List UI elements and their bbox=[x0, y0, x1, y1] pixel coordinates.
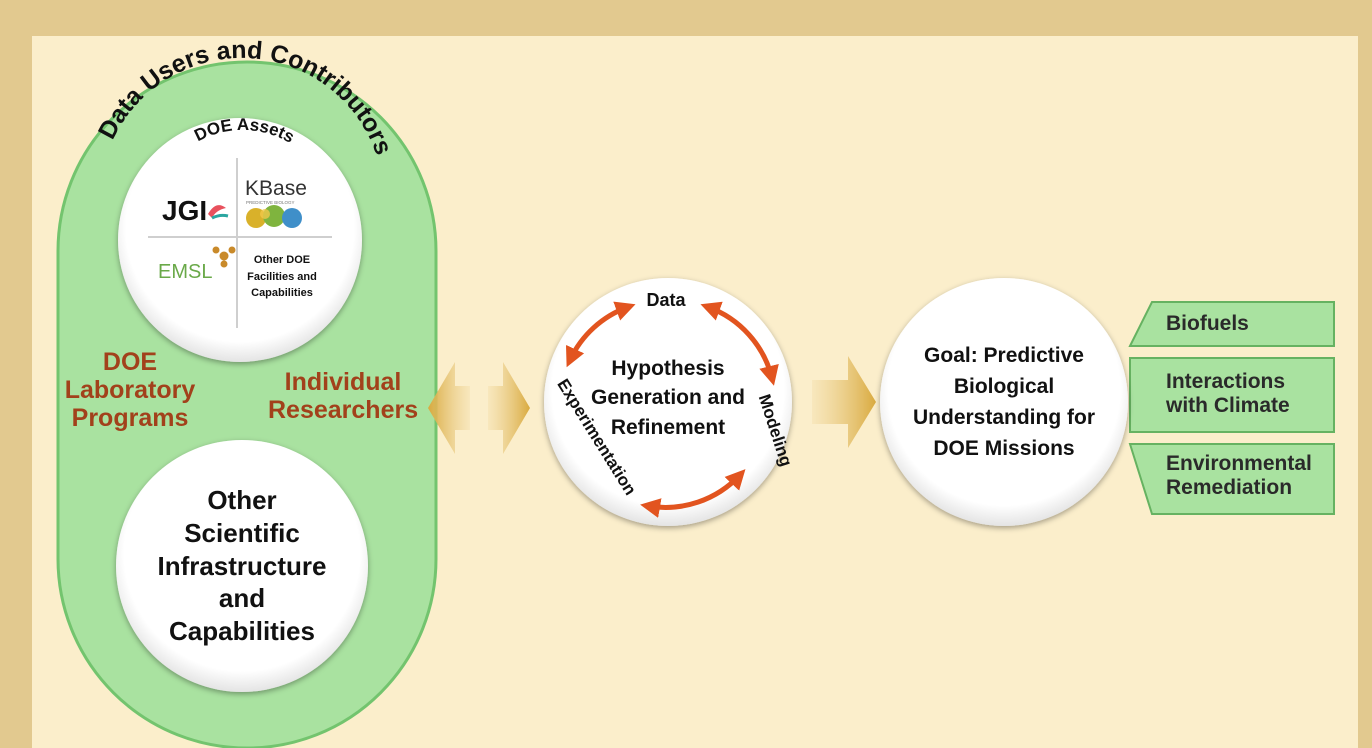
mission-biofuels-label: Biofuels bbox=[1166, 312, 1249, 335]
goal-arrow bbox=[812, 356, 876, 448]
other-doe-facilities-label: Other DOE Facilities and Capabilities bbox=[247, 254, 317, 299]
cycle-arrow-modeling-experimentation bbox=[640, 469, 746, 518]
goal-circle bbox=[880, 278, 1128, 526]
kbase-tagline: PREDICTIVE BIOLOGY bbox=[246, 200, 295, 205]
bidirectional-arrow bbox=[428, 362, 530, 454]
doe-assets-circle bbox=[118, 118, 362, 362]
cycle-center-label: Hypothesis Generation and Refinement bbox=[590, 357, 746, 439]
jgi-swoosh-icon bbox=[208, 205, 226, 218]
emsl-molecule-icon bbox=[212, 246, 236, 268]
kbase-globe-icon bbox=[246, 205, 302, 228]
other-infrastructure-circle bbox=[116, 440, 368, 692]
jgi-swoosh-teal-icon bbox=[211, 213, 229, 220]
mission-box-remediation bbox=[1128, 443, 1335, 515]
individual-researchers-label: Individual Researchers bbox=[268, 368, 419, 424]
cycle-arrow-data-experimentation bbox=[565, 301, 636, 368]
doe-lab-programs-label: DOE Laboratory Programs bbox=[64, 348, 196, 432]
cycle-arrows bbox=[565, 301, 779, 518]
cycle-arrow-data-modeling bbox=[700, 301, 779, 386]
mission-box-biofuels bbox=[1128, 301, 1335, 347]
jgi-logo: JGI bbox=[162, 195, 207, 226]
mission-climate-label: Interactions with Climate bbox=[1166, 370, 1290, 417]
mission-box-climate bbox=[1129, 357, 1335, 433]
mission-boxes bbox=[1128, 301, 1335, 515]
kbase-logo: KBase bbox=[245, 177, 307, 200]
mission-remediation-label: Environmental Remediation bbox=[1166, 452, 1312, 499]
cycle-label-data: Data bbox=[646, 290, 686, 310]
goal-label: Goal: Predictive Biological Understandin… bbox=[913, 344, 1095, 461]
other-infrastructure-label: Other Scientific Infrastructure and Capa… bbox=[157, 485, 327, 646]
emsl-logo: EMSL bbox=[158, 261, 212, 283]
